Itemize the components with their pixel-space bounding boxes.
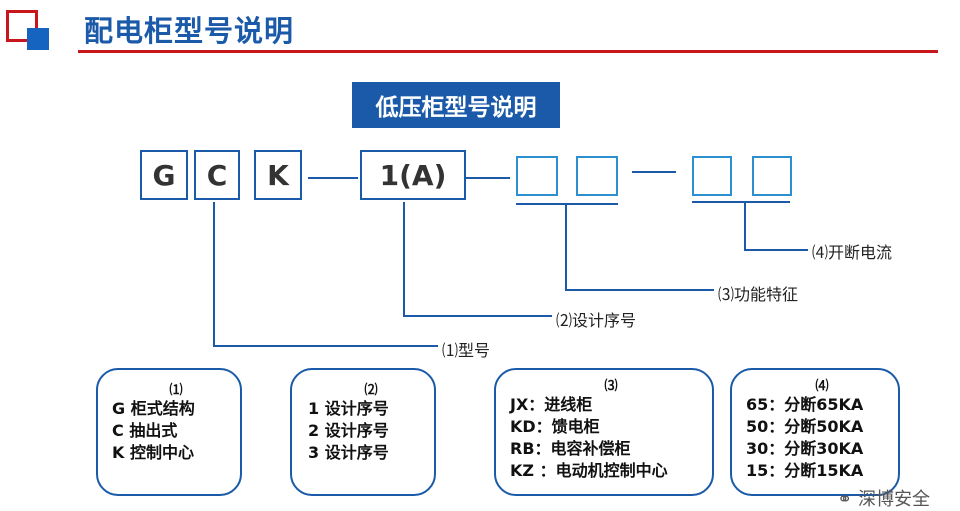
desc-header: ⑴: [169, 383, 183, 398]
desc-header: ⑷: [815, 379, 829, 394]
logo-block: [27, 28, 49, 50]
desc-box-design-no: ⑵ 1 设计序号 2 设计序号 3 设计序号: [290, 368, 436, 496]
desc-line: 30：分断30KA: [746, 439, 864, 458]
code-box-k: K: [254, 150, 302, 200]
title-divider: [78, 50, 938, 53]
desc-line: K 控制中心: [112, 443, 194, 462]
desc-line: 1 设计序号: [308, 399, 389, 418]
code-box-g: G: [140, 150, 188, 200]
desc-box-breaking-current: ⑷ 65：分断65KA 50：分断50KA 30：分断30KA 15：分断15K…: [730, 368, 900, 496]
connector-function: [565, 204, 714, 291]
subtitle-banner: 低压柜型号说明: [352, 82, 560, 128]
code-box-design: 1(A): [360, 150, 466, 200]
desc-line: C 抽出式: [112, 421, 178, 440]
label-breaking-current: ⑷开断电流: [812, 243, 893, 262]
desc-line: KD：馈电柜: [510, 417, 600, 436]
desc-line: KZ ：电动机控制中心: [510, 461, 668, 480]
blank-box-func-1: [516, 156, 558, 196]
desc-header: ⑶: [604, 379, 618, 394]
watermark: ⚭ 深博安全: [837, 485, 930, 511]
blank-box-break-1: [692, 156, 732, 196]
blank-box-break-2: [752, 156, 792, 196]
desc-line: 2 设计序号: [308, 421, 389, 440]
desc-line: 15：分断15KA: [746, 461, 864, 480]
desc-box-function: ⑶ JX：进线柜 KD：馈电柜 RB：电容补偿柜 KZ ：电动机控制中心: [494, 368, 714, 496]
label-model: ⑴型号: [442, 341, 491, 360]
desc-line: G 柜式结构: [112, 399, 195, 418]
code-box-c: C: [194, 150, 240, 200]
connector-breaking-current: [744, 202, 808, 251]
desc-box-model: ⑴ G 柜式结构 C 抽出式 K 控制中心: [96, 368, 242, 496]
desc-line: 65：分断65KA: [746, 395, 864, 414]
desc-line: 3 设计序号: [308, 443, 389, 462]
desc-line: 50：分断50KA: [746, 417, 864, 436]
watermark-text: 深博安全: [858, 489, 930, 510]
connector-model: [213, 202, 438, 347]
label-function: ⑶功能特征: [718, 285, 799, 304]
blank-box-func-2: [576, 156, 618, 196]
desc-header: ⑵: [364, 383, 378, 398]
connector-design-no: [403, 202, 552, 317]
page-title: 配电柜型号说明: [84, 14, 295, 48]
wechat-icon: ⚭: [837, 489, 853, 510]
desc-line: JX：进线柜: [510, 395, 593, 414]
label-design-no: ⑵设计序号: [556, 311, 637, 330]
desc-line: RB：电容补偿柜: [510, 439, 631, 458]
